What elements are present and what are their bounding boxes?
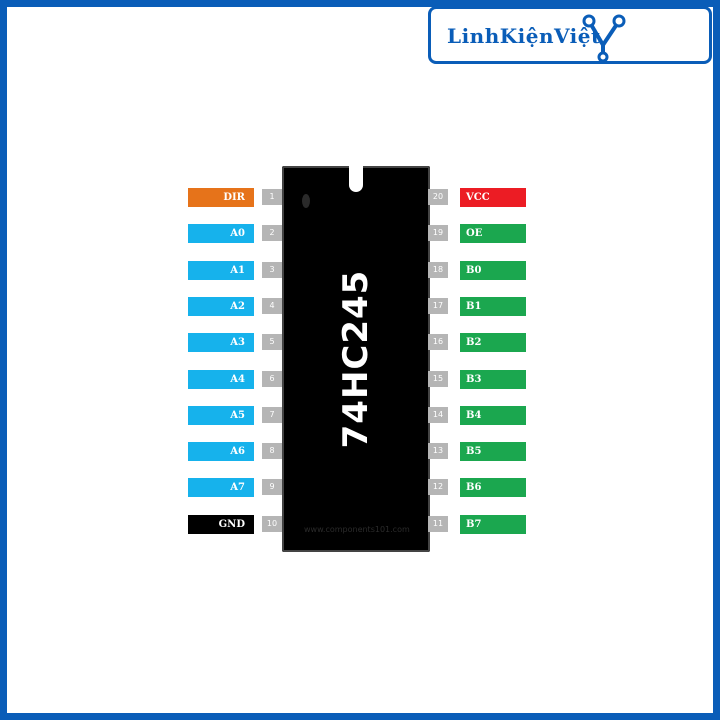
- brand-logo-text: LinhKiệnViệt: [447, 24, 601, 48]
- pin-number-14: 14: [428, 407, 448, 423]
- pin-number-18: 18: [428, 262, 448, 278]
- pin-number-5: 5: [262, 334, 282, 350]
- right-pin-label-14: B4: [460, 406, 526, 425]
- right-pin-label-15: B3: [460, 370, 526, 389]
- pin-number-1: 1: [262, 189, 282, 205]
- right-pin-label-12: B6: [460, 478, 526, 497]
- brand-logo: LinhKiệnViệt: [428, 6, 712, 64]
- pin-number-6: 6: [262, 371, 282, 387]
- right-pin-label-13: B5: [460, 442, 526, 461]
- left-pin-label-7: A5: [188, 406, 254, 425]
- chip-watermark: www.components101.com: [304, 525, 410, 534]
- pin-number-11: 11: [428, 516, 448, 532]
- right-pin-label-18: B0: [460, 261, 526, 280]
- pin-number-15: 15: [428, 371, 448, 387]
- pin-number-12: 12: [428, 479, 448, 495]
- brand-logo-graphic: [582, 14, 626, 63]
- right-pin-label-20: VCC: [460, 188, 526, 207]
- right-pin-label-16: B2: [460, 333, 526, 352]
- pin-number-10: 10: [262, 516, 282, 532]
- ic-chip-body: 74HC245 www.components101.com: [282, 166, 430, 552]
- left-pin-label-9: A7: [188, 478, 254, 497]
- pin1-marker-dot: [302, 194, 310, 208]
- pin-number-9: 9: [262, 479, 282, 495]
- pin-number-20: 20: [428, 189, 448, 205]
- pin-number-2: 2: [262, 225, 282, 241]
- pin-number-13: 13: [428, 443, 448, 459]
- pin-number-17: 17: [428, 298, 448, 314]
- left-pin-label-5: A3: [188, 333, 254, 352]
- right-pin-label-19: OE: [460, 224, 526, 243]
- left-pin-label-10: GND: [188, 515, 254, 534]
- right-pin-label-17: B1: [460, 297, 526, 316]
- pin-number-16: 16: [428, 334, 448, 350]
- left-pin-label-3: A1: [188, 261, 254, 280]
- left-pin-label-1: DIR: [188, 188, 254, 207]
- pin-number-7: 7: [262, 407, 282, 423]
- pin-number-4: 4: [262, 298, 282, 314]
- pin-number-19: 19: [428, 225, 448, 241]
- pin-number-3: 3: [262, 262, 282, 278]
- left-pin-label-6: A4: [188, 370, 254, 389]
- left-pin-label-8: A6: [188, 442, 254, 461]
- chip-part-number: 74HC245: [336, 269, 376, 449]
- left-pin-label-2: A0: [188, 224, 254, 243]
- chip-notch: [349, 166, 363, 192]
- right-pin-label-11: B7: [460, 515, 526, 534]
- pin-number-8: 8: [262, 443, 282, 459]
- left-pin-label-4: A2: [188, 297, 254, 316]
